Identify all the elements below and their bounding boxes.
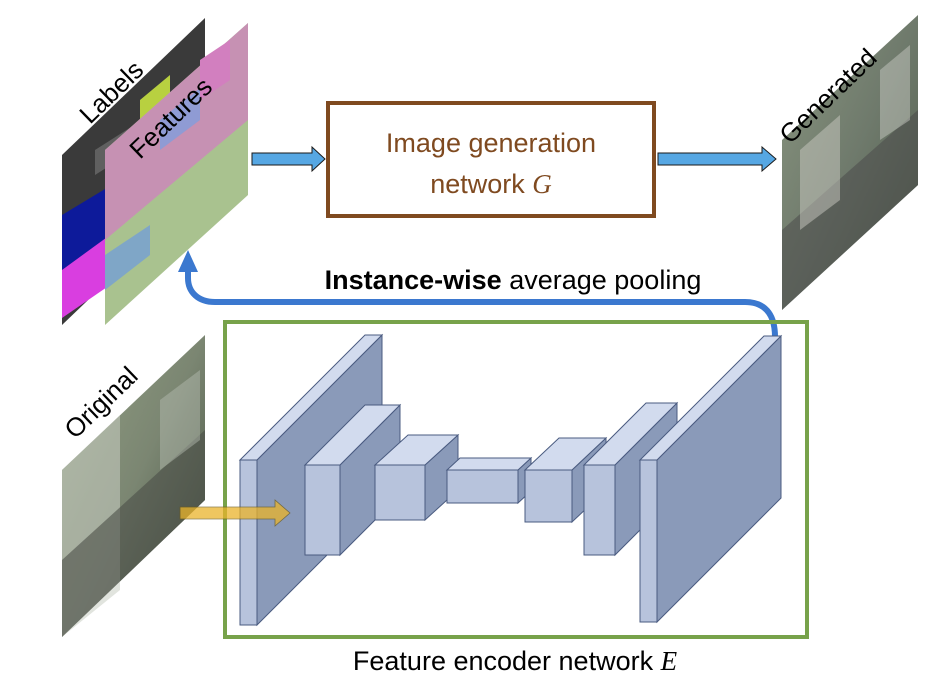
generator-title-line2: network G [430,169,552,199]
image-generation-network-box [326,101,656,218]
pooling-arrow-head [178,250,198,272]
encoder-block-4 [445,456,533,505]
pooling-label-rest: average pooling [502,265,702,295]
generator-title-line1: Image generation [386,128,596,158]
encoder-block-3 [373,433,460,522]
encoder-symbol: E [660,646,678,676]
feature-encoder-box [223,320,809,639]
features-map-image [105,23,248,325]
arrow-features-to-generator [251,145,326,173]
arrow-generator-to-generated [657,145,777,173]
encoder-block-2 [303,403,402,557]
encoder-caption-text: Feature encoder network [353,646,661,676]
encoder-caption: Feature encoder network E [353,646,678,676]
pooling-arrow [185,267,778,340]
original-image [62,335,205,637]
pooling-label-bold: Instance-wise [325,265,502,295]
encoder-block-7 [638,334,783,624]
generator-symbol: G [532,169,552,199]
pooling-label: Instance-wise average pooling [325,265,702,295]
generated-image [782,15,918,310]
generator-title-text: network [430,169,532,199]
arrow-original-to-encoder [179,499,291,527]
